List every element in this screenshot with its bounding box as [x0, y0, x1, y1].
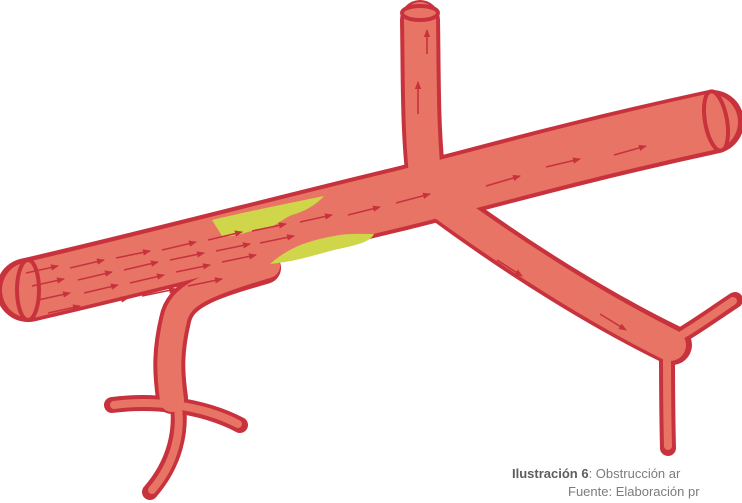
figure-caption-text: : Obstrucción ar	[589, 466, 681, 481]
right-branch-lumen	[440, 202, 670, 345]
right-sub-branch-down-lumen	[667, 348, 668, 446]
upper-branch-end	[402, 6, 438, 20]
figure-caption: Ilustración 6: Obstrucción ar	[512, 466, 680, 482]
main-artery-left-end	[17, 260, 39, 320]
figure-caption-label: Ilustración 6	[512, 466, 589, 481]
upper-branch-lumen	[420, 18, 426, 185]
main-artery-lumen	[30, 122, 710, 290]
figure-source: Fuente: Elaboración pr	[568, 484, 700, 500]
right-sub-branch-up-lumen	[668, 301, 733, 343]
